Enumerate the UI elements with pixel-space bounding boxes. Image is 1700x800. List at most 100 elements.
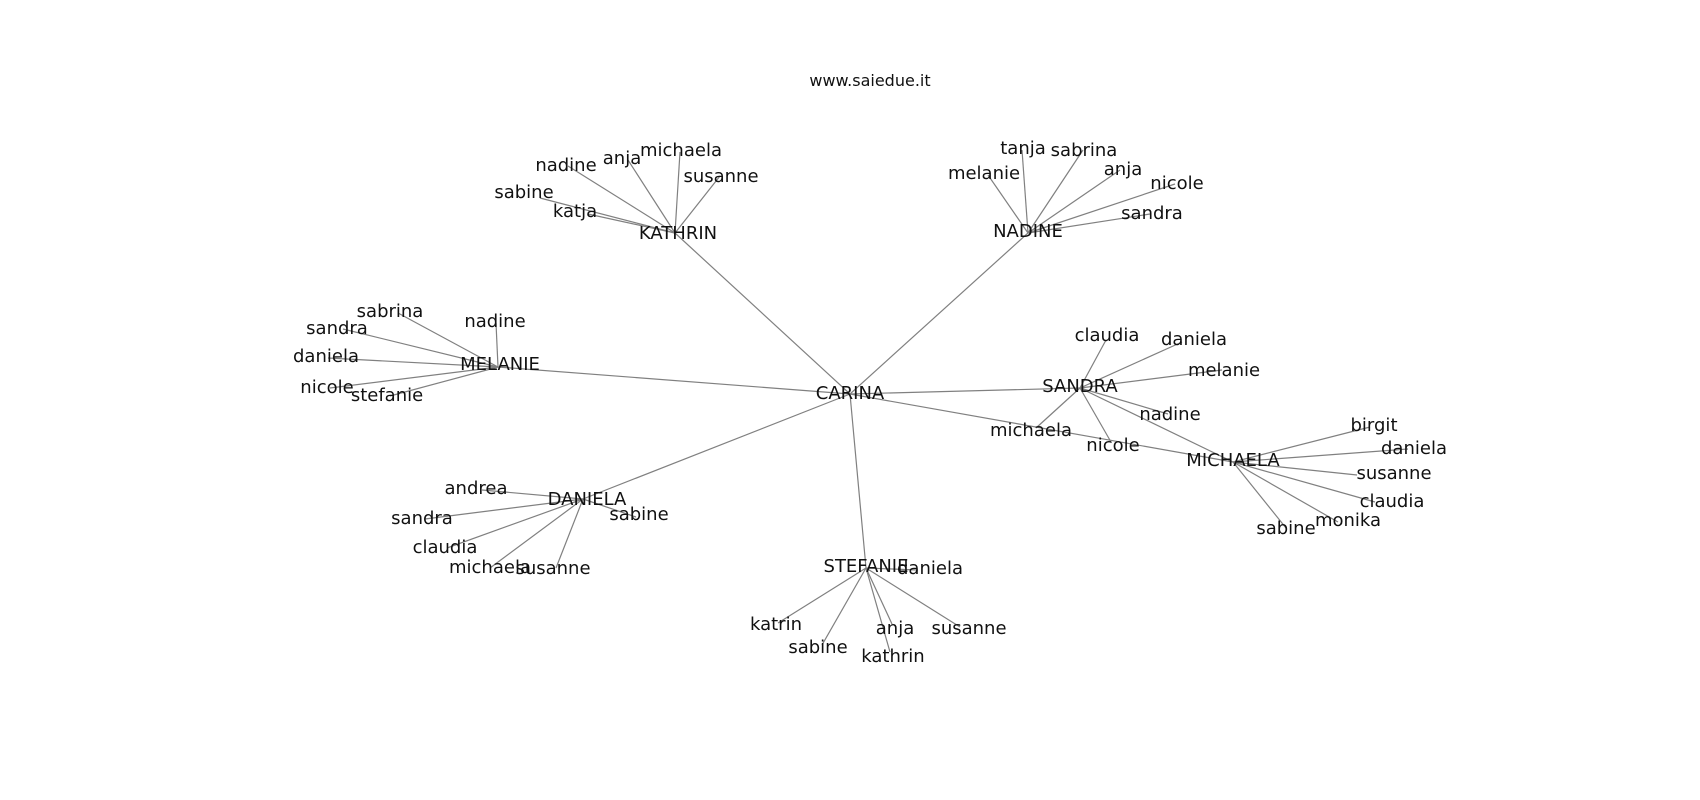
- root-node-label: CARINA: [816, 383, 885, 404]
- leaf-node-stefanie-anja: anja: [876, 618, 914, 639]
- leaf-node-melanie-nadine: nadine: [464, 311, 525, 332]
- leaf-node-melanie-daniela: daniela: [293, 346, 359, 367]
- leaf-node-michaela-daniela: daniela: [1381, 438, 1447, 459]
- leaf-node-kathrin-michaela: michaela: [640, 140, 722, 161]
- leaf-node-michaela-monika: monika: [1315, 510, 1381, 531]
- edge-michaela-daniela: [1232, 448, 1409, 463]
- leaf-node-nadine-melanie: melanie: [948, 163, 1020, 184]
- leaf-node-daniela-andrea: andrea: [445, 478, 508, 499]
- edge-kathrin-katja: [587, 213, 676, 234]
- edge-kathrin-michaela: [674, 151, 681, 234]
- edge-root-sandra: [849, 387, 1081, 395]
- edge-michaela-birgit: [1232, 426, 1371, 463]
- leaf-node-kathrin-susanne: susanne: [683, 166, 758, 187]
- leaf-node-daniela-michaela: michaela: [449, 557, 531, 578]
- leaf-node-stefanie-daniela: daniela: [897, 558, 963, 579]
- edge-daniela-susanne: [555, 498, 584, 569]
- edge-daniela-sabine: [582, 498, 637, 518]
- leaf-node-michaela-sabine: sabine: [1256, 518, 1315, 539]
- edges-layer: [327, 149, 1409, 653]
- edge-root-stefanie: [849, 393, 867, 569]
- edge-nadine-tanja: [1021, 149, 1029, 234]
- site-title: www.saiedue.it: [809, 71, 931, 90]
- edge-sandra-michaela: [1035, 387, 1081, 429]
- edge-sandra-melanie: [1079, 369, 1223, 389]
- hub-node-kathrin: KATHRIN: [639, 223, 717, 244]
- edge-root-kathrin: [674, 232, 851, 395]
- edge-stefanie-katrin: [777, 567, 867, 624]
- edge-stefanie-susanne: [865, 567, 961, 628]
- edge-daniela-sandra: [424, 498, 584, 520]
- edge-sandra-claudia: [1079, 339, 1107, 389]
- leaf-node-michaela-claudia: claudia: [1360, 491, 1425, 512]
- leaf-node-nadine-sandra: sandra: [1121, 203, 1183, 224]
- edge-sandra-nadine: [1079, 387, 1169, 415]
- leaf-node-melanie-sabrina: sabrina: [357, 301, 424, 322]
- edge-melanie-nadine: [495, 322, 499, 368]
- edge-melanie-stefanie: [389, 366, 499, 397]
- edge-root-daniela: [582, 393, 851, 500]
- leaf-node-melanie-nicole: nicole: [300, 377, 353, 398]
- edge-root-michaela: [849, 393, 1234, 463]
- leaf-node-daniela-sabine: sabine: [609, 504, 668, 525]
- edge-root-melanie: [497, 366, 851, 395]
- edge-melanie-sabrina: [397, 312, 499, 368]
- leaf-node-michaela-birgit: birgit: [1351, 415, 1398, 436]
- leaf-node-stefanie-sabine: sabine: [788, 637, 847, 658]
- leaf-node-michaela-susanne: susanne: [1356, 463, 1431, 484]
- hub-node-melanie: MELANIE: [460, 354, 540, 375]
- edge-stefanie-daniela: [865, 567, 919, 571]
- edge-daniela-claudia: [446, 498, 584, 549]
- leaf-node-daniela-susanne: susanne: [515, 558, 590, 579]
- edge-cross-0: [1079, 387, 1234, 463]
- edge-michaela-sabine: [1232, 461, 1287, 529]
- hub-node-michaela: MICHAELA: [1186, 450, 1280, 471]
- leaf-node-sandra-claudia: claudia: [1075, 325, 1140, 346]
- edge-nadine-nicole: [1027, 183, 1176, 234]
- leaf-node-nadine-sabrina: sabrina: [1051, 140, 1118, 161]
- edge-nadine-sabrina: [1027, 149, 1084, 234]
- edge-sandra-nicole: [1079, 387, 1112, 443]
- leaf-node-sandra-michaela: michaela: [990, 420, 1072, 441]
- edge-michaela-claudia: [1232, 461, 1376, 503]
- edge-stefanie-sabine: [821, 567, 867, 646]
- edge-nadine-anja: [1027, 169, 1121, 234]
- leaf-node-daniela-sandra: sandra: [391, 508, 453, 529]
- edge-kathrin-susanne: [674, 175, 721, 234]
- hub-node-daniela: DANIELA: [548, 489, 627, 510]
- leaf-node-nadine-tanja: tanja: [1000, 138, 1046, 159]
- leaf-node-kathrin-anja: anja: [603, 148, 641, 169]
- edge-daniela-michaela: [489, 498, 584, 569]
- leaf-node-sandra-daniela: daniela: [1161, 329, 1227, 350]
- edge-nadine-sandra: [1027, 213, 1151, 234]
- leaf-node-daniela-claudia: claudia: [413, 537, 478, 558]
- edge-kathrin-anja: [627, 159, 676, 234]
- hub-node-nadine: NADINE: [993, 221, 1063, 242]
- edge-daniela-andrea: [481, 489, 584, 500]
- leaf-node-stefanie-kathrin: kathrin: [861, 646, 924, 667]
- edge-root-nadine: [849, 232, 1029, 395]
- edge-kathrin-nadine: [567, 165, 676, 234]
- edge-nadine-melanie: [987, 174, 1029, 234]
- hub-node-sandra: SANDRA: [1042, 376, 1118, 397]
- leaf-node-sandra-melanie: melanie: [1188, 360, 1260, 381]
- edge-melanie-sandra: [342, 328, 499, 368]
- leaf-node-stefanie-susanne: susanne: [931, 618, 1006, 639]
- hub-node-stefanie: STEFANIE: [824, 556, 909, 577]
- edge-stefanie-kathrin: [865, 567, 891, 653]
- leaf-node-nadine-anja: anja: [1104, 159, 1142, 180]
- edge-melanie-nicole: [329, 366, 499, 389]
- leaf-node-stefanie-katrin: katrin: [750, 614, 802, 635]
- edge-stefanie-anja: [865, 567, 893, 625]
- leaf-node-sandra-nadine: nadine: [1139, 404, 1200, 425]
- leaf-node-kathrin-sabine: sabine: [494, 182, 553, 203]
- edge-sandra-daniela: [1079, 341, 1183, 389]
- edge-michaela-monika: [1232, 461, 1339, 523]
- leaf-node-nadine-nicole: nicole: [1150, 173, 1203, 194]
- leaf-node-kathrin-katja: katja: [553, 201, 597, 222]
- leaf-node-sandra-nicole: nicole: [1086, 435, 1139, 456]
- leaf-node-melanie-sandra: sandra: [306, 318, 368, 339]
- leaf-node-kathrin-nadine: nadine: [535, 155, 596, 176]
